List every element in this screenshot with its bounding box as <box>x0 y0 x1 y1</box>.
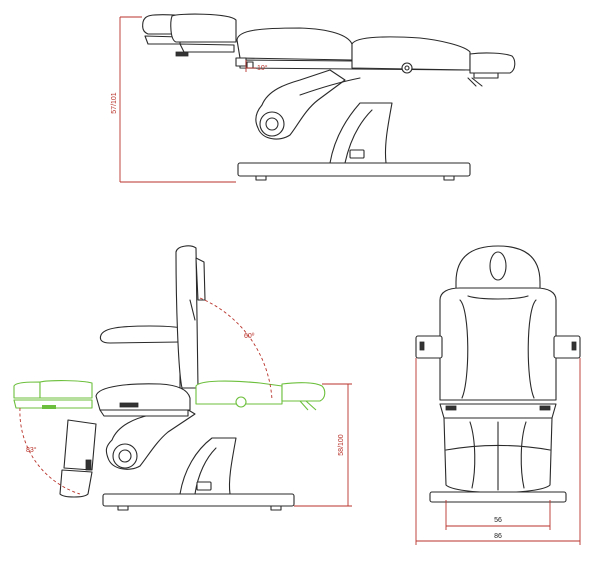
backrest-angle-dimension: 60º <box>199 297 273 401</box>
inner-width-label: 56 <box>494 517 502 524</box>
seat-height-label: 58/100 <box>338 434 345 456</box>
chair-upright-side-view <box>13 245 326 511</box>
leg-angle-dimension: 83° <box>19 407 81 495</box>
footrest-angle-dimension: 10° <box>245 60 268 72</box>
outer-width-label: 86 <box>494 533 502 540</box>
footrest-angle-label: 10° <box>257 64 268 72</box>
flat-height-dimension: 57/101 <box>111 16 236 183</box>
seat-height-dimension: 58/100 <box>294 383 352 507</box>
flat-height-label: 57/101 <box>111 92 118 114</box>
outer-width-dimension: 86 <box>415 358 581 545</box>
inner-width-dimension: 56 <box>445 500 551 530</box>
backrest-angle-label: 60º <box>244 333 255 340</box>
chair-flat-side-view <box>142 13 516 181</box>
chair-front-view <box>415 245 581 503</box>
leg-angle-label: 83° <box>26 446 37 454</box>
